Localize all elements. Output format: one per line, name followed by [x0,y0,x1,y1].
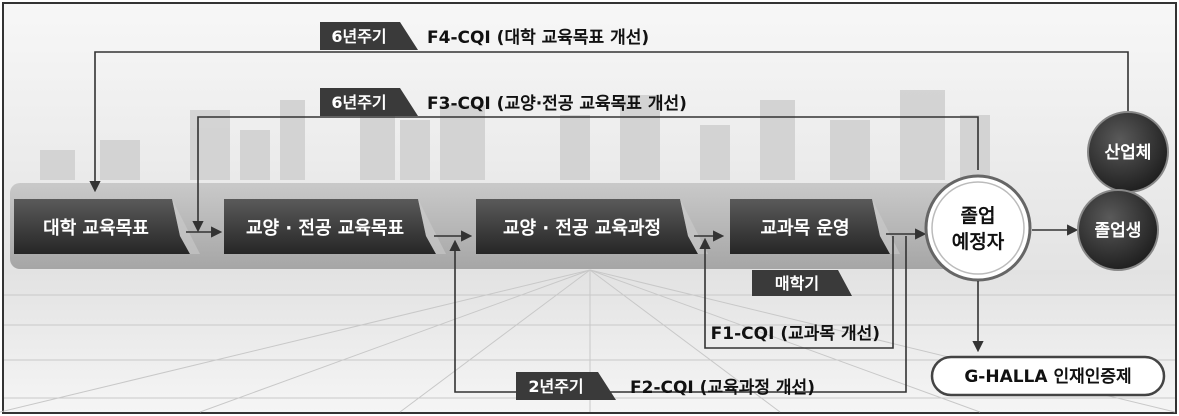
graduate-label: 졸업생 [1095,221,1142,241]
f4-loop-line [89,51,1129,193]
f2-loop-line [449,236,907,393]
f2-period: 2년주기 [528,377,583,396]
f4-period-tag [320,22,418,50]
f1-period-tag [752,270,852,296]
certification-label: G-HALLA 인재인증제 [964,367,1131,387]
graduating-line2: 예정자 [952,231,1005,253]
step-3-label: 교양 · 전공 교육과정 [503,218,661,239]
f1-label: F1-CQI (교과목 개선) [711,324,880,344]
certification-node [930,355,1166,397]
step-1-label: 대학 교육목표 [43,217,149,239]
f3-period: 6년주기 [331,93,386,112]
f2-period-tag [516,372,616,400]
step-4-label: 교과목 운영 [760,218,849,239]
graduating-line1: 졸업 [961,205,996,227]
step-box-3: 교양 · 전공 교육과정 [476,199,708,254]
step-box-4: 교과목 운영 [730,199,900,254]
f3-loop-line [192,116,979,233]
f1-period: 매학기 [775,274,819,293]
f4-period: 6년주기 [331,27,386,46]
step-2-label: 교양 · 전공 교육목표 [246,218,404,239]
f2-label: F2-CQI (교육과정 개선) [630,378,815,398]
f3-label: F3-CQI (교양·전공 교육목표 개선) [427,94,687,114]
industry-label: 산업체 [1105,143,1152,163]
f4-label: F4-CQI (대학 교육목표 개선) [427,28,649,48]
step-box-2: 교양 · 전공 교육목표 [224,199,446,254]
graduate-node [1077,189,1159,271]
step-box-1: 대학 교육목표 [14,199,200,254]
f1-loop-line [699,236,894,349]
f3-period-tag [320,88,418,116]
graduating-node [924,174,1032,282]
